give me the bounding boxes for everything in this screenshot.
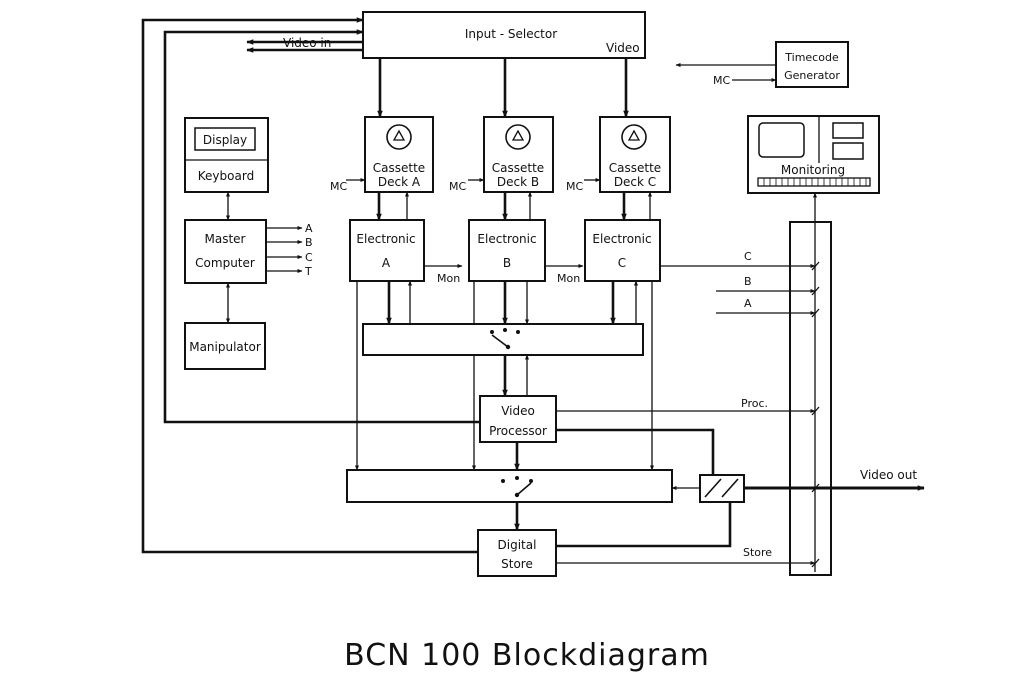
- monitor-screen-icon: [758, 122, 805, 158]
- cassette-deck-c-block: Cassette Deck C: [599, 116, 671, 193]
- computer-out-a-label: A: [305, 222, 313, 235]
- generator-label: Generator: [784, 69, 840, 82]
- timecode-label: Timecode: [784, 51, 839, 64]
- electronic-b-letter: B: [503, 256, 511, 270]
- monitoring-label: Monitoring: [781, 163, 845, 177]
- master-computer-block: Master Computer: [184, 219, 267, 284]
- manipulator-block: Manipulator: [184, 322, 266, 370]
- mon-b-label: Mon: [557, 272, 580, 285]
- computer-label: Computer: [195, 256, 255, 270]
- electronic-a-label: Electronic: [356, 232, 415, 246]
- video-label: Video: [606, 41, 640, 55]
- electronic-c-block: Electronic C: [584, 219, 661, 282]
- reel-icon: [505, 124, 531, 150]
- display-keyboard-block: Display Keyboard: [184, 117, 269, 193]
- mc-deck-c-label: MC: [566, 180, 583, 193]
- diagram-title: BCN 100 Blockdiagram: [344, 638, 710, 673]
- processor-feedback-line: [163, 29, 480, 424]
- mc-timecode-label: MC: [713, 74, 730, 87]
- electronic-c-letter: C: [618, 256, 626, 270]
- deck-c-label-2: Deck C: [614, 175, 656, 189]
- store-label: Store: [743, 546, 772, 559]
- master-label: Master: [205, 232, 246, 246]
- input-selector-label: Input - Selector: [465, 27, 557, 41]
- video-processor-block: Video Processor: [479, 395, 557, 443]
- store-to-output: [556, 497, 732, 548]
- deck-a-label-1: Cassette: [373, 161, 425, 175]
- video-out-label: Video out: [860, 468, 917, 482]
- store-feedback-line: [141, 17, 478, 554]
- video-in-label: Video in: [283, 36, 331, 50]
- monitor-in-c-label: C: [744, 250, 752, 263]
- mc-deck-b-label: MC: [449, 180, 466, 193]
- timecode-generator-block: Timecode Generator: [775, 41, 849, 88]
- video-processor-label-2: Processor: [489, 424, 547, 438]
- mon-a-label: Mon: [437, 272, 460, 285]
- electronic-c-label: Electronic: [592, 232, 651, 246]
- digital-store-block: Digital Store: [477, 529, 557, 577]
- cassette-deck-b-block: Cassette Deck B: [483, 116, 554, 193]
- upper-switch-block: [362, 323, 644, 356]
- electronic-b-label: Electronic: [477, 232, 536, 246]
- computer-out-b-label: B: [305, 236, 313, 249]
- mc-deck-a-label: MC: [330, 180, 347, 193]
- computer-out-c-label: C: [305, 251, 313, 264]
- monitoring-keys: [763, 178, 867, 186]
- electronic-a-block: Electronic A: [349, 219, 425, 282]
- output-crosspoint-block: [699, 474, 745, 503]
- computer-out-t-label: T: [304, 265, 312, 278]
- deck-c-label-1: Cassette: [609, 161, 661, 175]
- monitor-bus-block: [789, 221, 832, 576]
- monitoring-block: Monitoring: [747, 115, 880, 194]
- digital-store-label-2: Store: [501, 557, 533, 571]
- cassette-deck-a-block: Cassette Deck A: [364, 116, 434, 193]
- digital-store-label-1: Digital: [498, 538, 537, 552]
- video-processor-label-1: Video: [501, 404, 535, 418]
- deck-b-label-1: Cassette: [492, 161, 544, 175]
- manipulator-label: Manipulator: [189, 340, 261, 354]
- input-selector-block: Input - Selector Video: [362, 11, 646, 59]
- monitor-in-a-label: A: [744, 297, 752, 310]
- display-label: Display: [203, 133, 247, 147]
- deck-a-label-2: Deck A: [378, 175, 421, 189]
- proc-label: Proc.: [741, 397, 768, 410]
- lower-switch-block: [346, 469, 673, 503]
- monitor-in-b-label: B: [744, 275, 752, 288]
- electronic-b-block: Electronic B: [468, 219, 546, 282]
- electronic-a-letter: A: [382, 256, 391, 270]
- keyboard-label: Keyboard: [198, 169, 254, 183]
- reel-icon: [621, 124, 647, 150]
- reel-icon: [386, 124, 412, 150]
- deck-b-label-2: Deck B: [497, 175, 539, 189]
